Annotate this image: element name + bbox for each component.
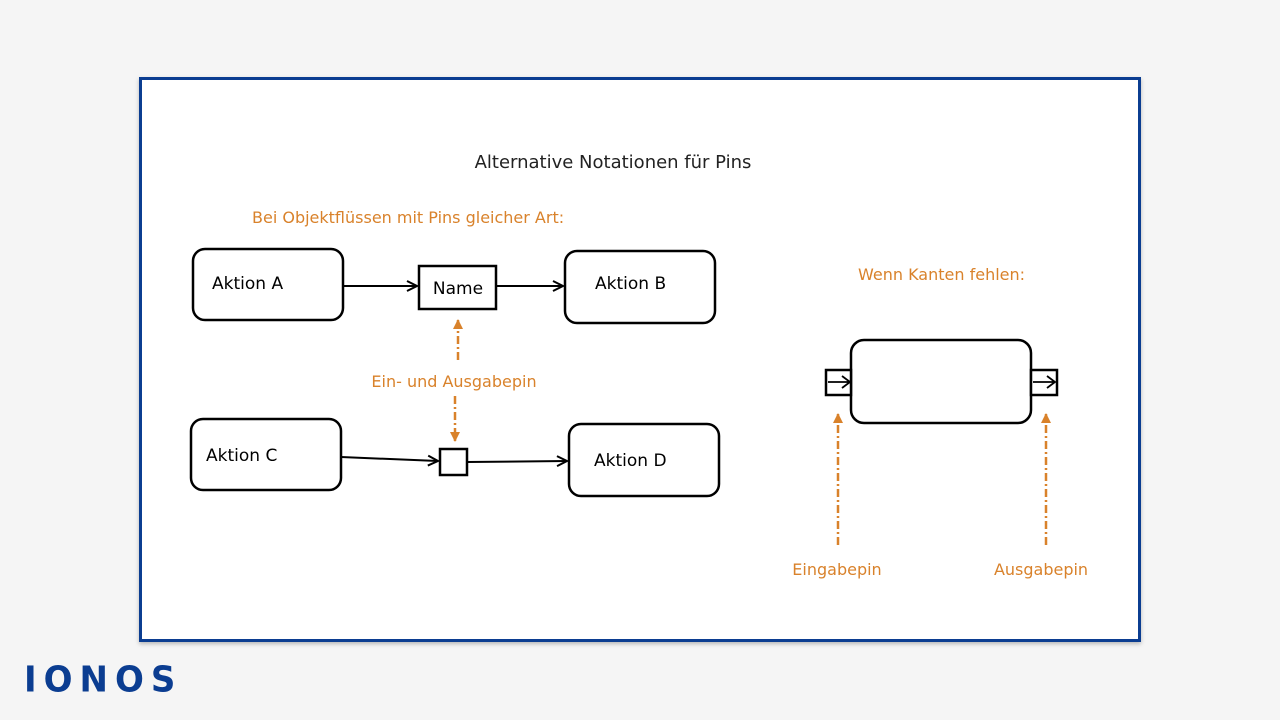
action-d-label: Aktion D — [594, 451, 667, 471]
output-pin-label: Ausgabepin — [994, 560, 1088, 579]
action-a-label: Aktion A — [212, 274, 283, 294]
action-a-node: Aktion A — [191, 247, 345, 322]
edge-pin-to-d — [466, 461, 567, 462]
pin-square — [438, 447, 469, 477]
diagram-title: Alternative Notationen für Pins — [475, 152, 752, 173]
pin-label: Ein- und Ausgabepin — [371, 372, 536, 391]
action-b-node: Aktion B — [563, 249, 717, 325]
object-node-name: Name — [417, 264, 498, 311]
ionos-logo: IONOS — [24, 659, 183, 701]
section-heading-right: Wenn Kanten fehlen: — [858, 265, 1025, 284]
input-pin — [824, 368, 853, 397]
action-c-node: Aktion C — [189, 417, 343, 492]
input-pin-label: Eingabepin — [792, 560, 881, 579]
object-node-label: Name — [433, 279, 483, 299]
action-d-node: Aktion D — [567, 422, 721, 498]
edge-c-to-pin — [340, 457, 438, 461]
section-heading-left: Bei Objektflüssen mit Pins gleicher Art: — [252, 208, 564, 227]
action-c-label: Aktion C — [206, 446, 277, 466]
action-with-pins-node — [849, 338, 1033, 425]
output-pin — [1029, 368, 1059, 397]
action-b-label: Aktion B — [595, 274, 666, 294]
